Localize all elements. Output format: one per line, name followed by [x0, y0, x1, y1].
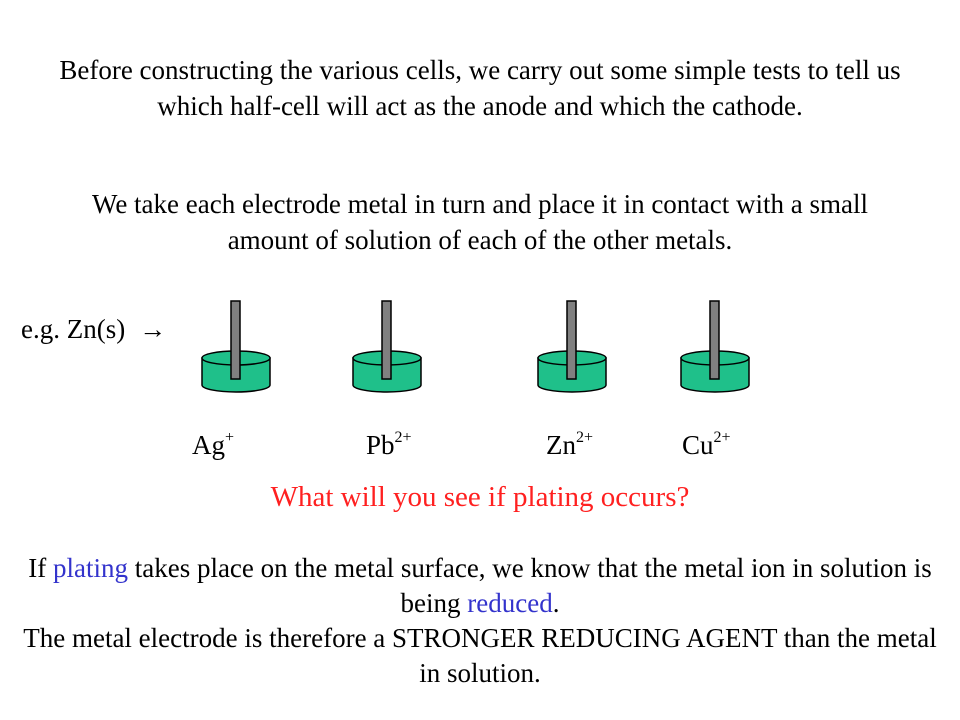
ion-label-zn: Zn2+: [546, 429, 594, 460]
question-text: What will you see if plating occurs?: [270, 481, 690, 513]
plating-highlight: plating: [52, 553, 128, 583]
beaker-pb: [352, 300, 422, 393]
electrode-rod: [709, 300, 720, 380]
electrode-rod: [566, 300, 577, 380]
beaker-cu: [680, 300, 750, 393]
electrode-rod: [230, 300, 241, 380]
intro-paragraph-1: Before constructing the various cells, w…: [59, 55, 901, 121]
arrow-icon: →: [139, 314, 167, 344]
ion-label-cu: Cu2+: [682, 429, 731, 460]
beaker-zn: [537, 300, 607, 393]
reduced-highlight: reduced: [467, 588, 553, 618]
conclusion-paragraph: If plating takes place on the metal surf…: [23, 553, 937, 688]
example-text: e.g. Zn(s): [21, 314, 126, 344]
ion-label-pb: Pb2+: [366, 429, 412, 460]
conclusion-line-2: The metal electrode is therefore a STRON…: [23, 623, 937, 688]
beaker-ag: [201, 300, 271, 393]
ion-label-ag: Ag+: [192, 429, 235, 460]
example-label: e.g. Zn(s) →: [21, 311, 166, 347]
electrode-rod: [381, 300, 392, 380]
intro-paragraph-2: We take each electrode metal in turn and…: [92, 189, 868, 255]
